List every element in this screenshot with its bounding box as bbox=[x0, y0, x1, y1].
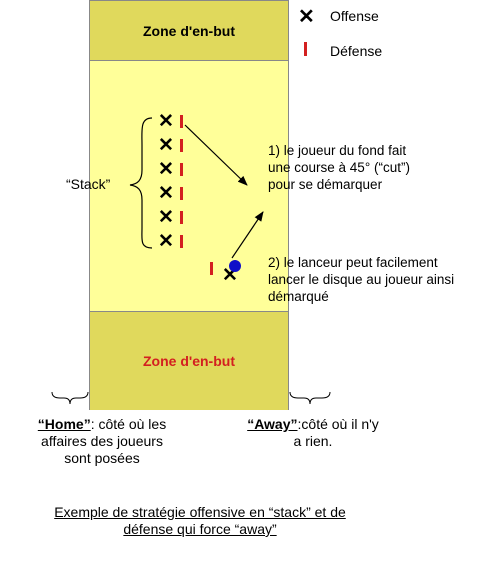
stack-player-1: ✕ bbox=[158, 111, 174, 132]
bottom-endzone-label: Zone d'en-but bbox=[143, 353, 235, 369]
stack-player-3: ✕ bbox=[158, 159, 174, 180]
stack-defender-5 bbox=[180, 211, 183, 224]
top-endzone: Zone d'en-but bbox=[90, 1, 288, 61]
disc bbox=[229, 260, 241, 272]
ultimate-field: Zone d'en-but Zone d'en-but bbox=[89, 0, 289, 410]
thrower-defender bbox=[210, 262, 213, 275]
throw-arrow bbox=[231, 211, 264, 259]
cut-arrow bbox=[184, 124, 248, 186]
figure-caption: Exemple de stratégie offensive en “stack… bbox=[54, 504, 346, 537]
home-term: “Home” bbox=[37, 416, 91, 432]
legend-offense-symbol: ✕ bbox=[298, 6, 315, 28]
stack-player-5: ✕ bbox=[158, 207, 174, 228]
home-bracket bbox=[51, 391, 89, 405]
stack-defender-6 bbox=[180, 235, 183, 248]
bottom-endzone: Zone d'en-but bbox=[90, 311, 288, 410]
stack-defender-3 bbox=[180, 163, 183, 176]
away-term: “Away” bbox=[247, 416, 298, 432]
legend-defense-marker bbox=[304, 42, 307, 56]
stack-defender-1 bbox=[180, 115, 183, 128]
away-description: “Away”:côté où il n'y a rien. bbox=[247, 416, 379, 449]
note-cut: 1) le joueur du fond fait une course à 4… bbox=[268, 143, 410, 192]
away-bracket bbox=[289, 391, 331, 405]
stack-label: “Stack” bbox=[66, 176, 111, 192]
stack-defender-4 bbox=[180, 187, 183, 200]
legend-offense-label: Offense bbox=[330, 8, 379, 24]
stack-defender-2 bbox=[180, 139, 183, 152]
stack-player-4: ✕ bbox=[158, 183, 174, 204]
stack-player-2: ✕ bbox=[158, 135, 174, 156]
legend-defense-label: Défense bbox=[330, 43, 383, 59]
note-throw: 2) le lanceur peut facilement lancer le … bbox=[268, 255, 455, 304]
stack-player-6: ✕ bbox=[158, 231, 174, 252]
top-endzone-label: Zone d'en-but bbox=[143, 22, 235, 39]
stack-brace bbox=[129, 117, 153, 249]
home-description: “Home”: côté où les affaires des joueurs… bbox=[37, 416, 167, 466]
